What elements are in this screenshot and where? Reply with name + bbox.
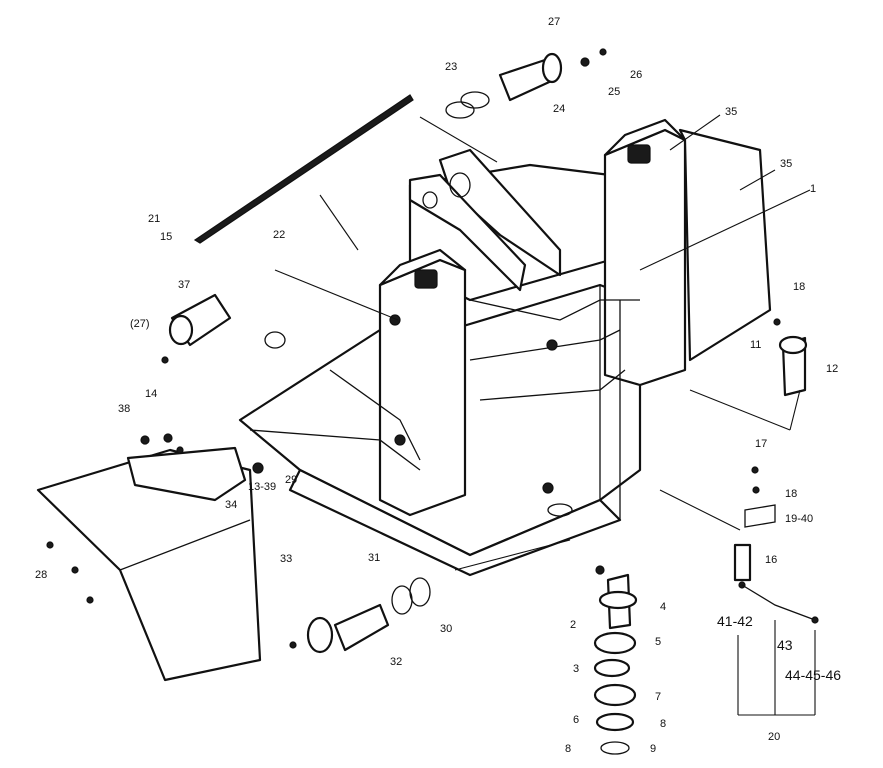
label-22: 22	[273, 229, 285, 241]
label-43: 43	[777, 637, 793, 653]
label-16: 16	[765, 554, 777, 566]
label-35a: 35	[725, 106, 737, 118]
label-21: 21	[148, 213, 160, 225]
label-15: 15	[160, 231, 172, 243]
label-17: 17	[755, 438, 767, 450]
label-13-39: 13-39	[248, 481, 276, 493]
label-18a: 18	[793, 281, 805, 293]
label-12: 12	[826, 363, 838, 375]
label-27: 27	[548, 16, 560, 28]
label-35b: 35	[780, 158, 792, 170]
label-3: 3	[573, 663, 579, 675]
hydraulic-line	[733, 466, 819, 624]
label-20: 20	[768, 731, 780, 743]
label-41-42: 41-42	[717, 613, 753, 629]
label-1: 1	[810, 183, 816, 195]
label-7: 7	[655, 691, 661, 703]
counterweight-block	[678, 128, 772, 362]
bearing-stack	[593, 565, 638, 755]
label-27b: (27)	[130, 318, 150, 330]
label-24: 24	[553, 103, 565, 115]
left-tower-front	[378, 258, 467, 517]
label-6: 6	[573, 714, 579, 726]
hinge-pin-37	[161, 293, 232, 364]
left-tower-slot	[414, 269, 438, 289]
label-33: 33	[280, 553, 292, 565]
label-34: 34	[225, 499, 237, 511]
label-44-45-46: 44-45-46	[785, 667, 841, 683]
label-38: 38	[118, 403, 130, 415]
label-25: 25	[608, 86, 620, 98]
label-5: 5	[655, 636, 661, 648]
hinge-pin-32	[289, 577, 431, 654]
cylinder-pin-12	[773, 318, 808, 397]
label-31: 31	[368, 552, 380, 564]
label-30: 30	[440, 623, 452, 635]
leader-lines	[274, 114, 816, 716]
label-11: 11	[750, 339, 761, 351]
label-14: 14	[145, 388, 157, 400]
label-29: 29	[285, 474, 297, 486]
label-26: 26	[630, 69, 642, 81]
front-frame	[193, 94, 772, 577]
label-37: 37	[178, 279, 190, 291]
right-tower-front	[603, 128, 687, 387]
label-9: 9	[650, 743, 656, 755]
label-32: 32	[390, 656, 402, 668]
fender-assembly	[36, 433, 262, 682]
hinge-pin-24	[445, 48, 607, 119]
wear-strip-22	[193, 94, 414, 244]
fender-bracket	[126, 446, 247, 502]
right-tower-side	[603, 118, 687, 157]
label-2: 2	[570, 619, 576, 631]
label-8: 8	[565, 743, 571, 755]
part-labels: 27 23 26 24 25 35 35 1 21 15 22 37 18 (2…	[35, 16, 841, 755]
right-tower-slot	[627, 144, 651, 164]
label-28: 28	[35, 569, 47, 581]
left-tower-side	[378, 248, 467, 287]
lift-arm-plate	[408, 173, 527, 292]
label-23: 23	[445, 61, 457, 73]
label-18b: 18	[785, 488, 797, 500]
label-19-40: 19-40	[785, 513, 813, 525]
label-4: 4	[660, 601, 666, 613]
label-8b: 8	[660, 718, 666, 730]
